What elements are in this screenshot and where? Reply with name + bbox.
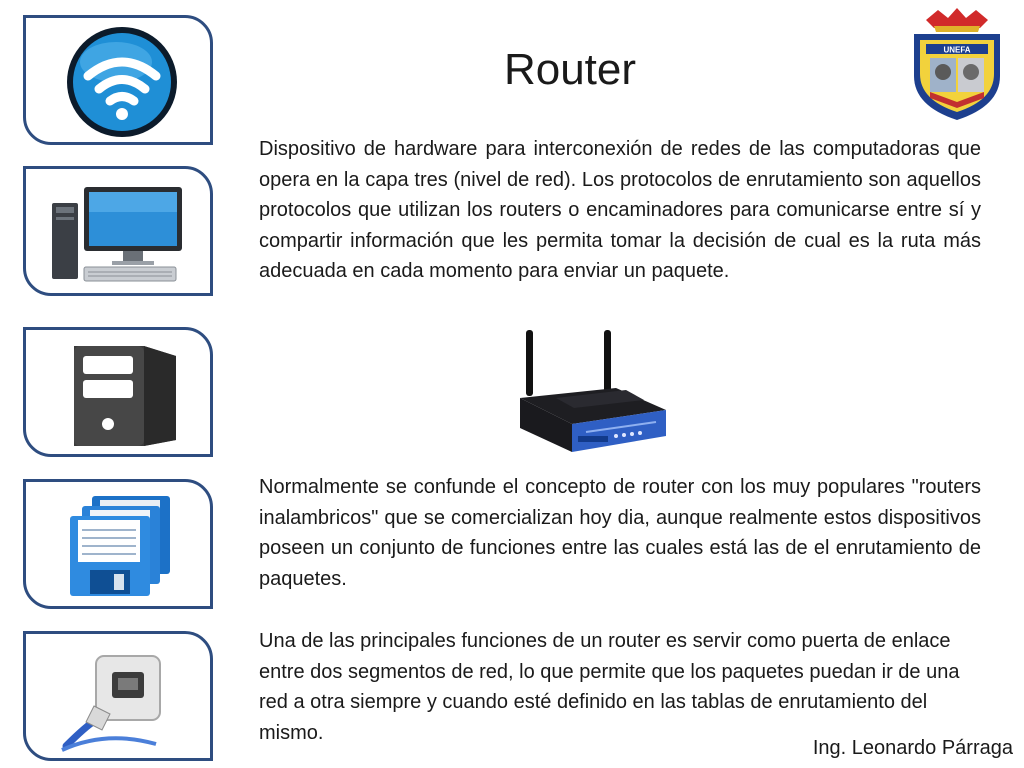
- floppy-card: [23, 479, 213, 609]
- cable-card: [23, 631, 213, 761]
- floppy-disks-icon: [70, 496, 170, 596]
- slide-title: Router: [503, 45, 637, 94]
- gateway-paragraph: Una de las principales funciones de un r…: [259, 630, 960, 744]
- wifi-card: [23, 15, 213, 145]
- server-card: [23, 327, 213, 457]
- network-cable-icon: [61, 655, 161, 752]
- logo-text: UNEFA: [943, 46, 970, 55]
- desktop-card: [23, 166, 213, 296]
- intro-paragraph: Dispositivo de hardware para interconexi…: [259, 138, 981, 283]
- wireless-router-paragraph: Normalmente se confunde el concepto de r…: [259, 476, 981, 590]
- wireless-router-image: [520, 330, 666, 452]
- wifi-icon: [67, 27, 177, 137]
- university-logo: UNEFA: [914, 8, 1000, 120]
- desktop-computer-icon: [52, 187, 182, 282]
- server-tower-icon: [74, 346, 176, 446]
- author-credit: Ing. Leonardo Párraga: [812, 737, 1013, 759]
